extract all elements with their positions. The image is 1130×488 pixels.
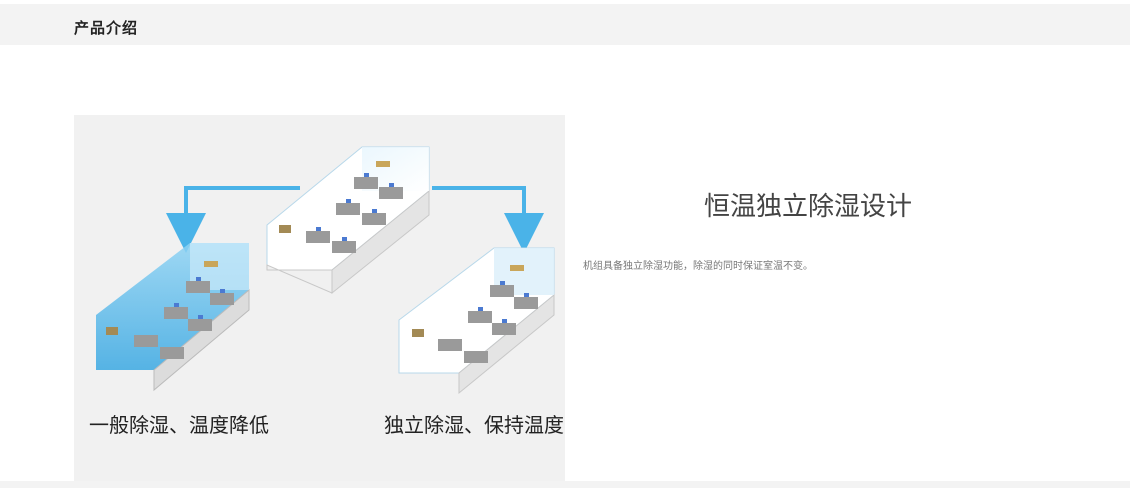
feature-description: 机组具备独立除湿功能，除湿的同时保证室温不变。 (583, 261, 813, 272)
caption-independent-dehumidify: 独立除湿、保持温度 (384, 413, 564, 437)
left-room (96, 243, 250, 392)
footer-strip (0, 481, 1130, 488)
section-title: 产品介绍 (74, 19, 139, 37)
right-room (398, 247, 555, 395)
room-diagram-image (96, 146, 555, 395)
section-header: 产品介绍 (0, 4, 1130, 45)
product-illustration: 一般除湿、温度降低 独立除湿、保持温度 (74, 115, 565, 488)
caption-general-dehumidify: 一般除湿、温度降低 (89, 413, 269, 437)
feature-title: 恒温独立除湿设计 (704, 192, 913, 222)
center-room (266, 146, 430, 295)
